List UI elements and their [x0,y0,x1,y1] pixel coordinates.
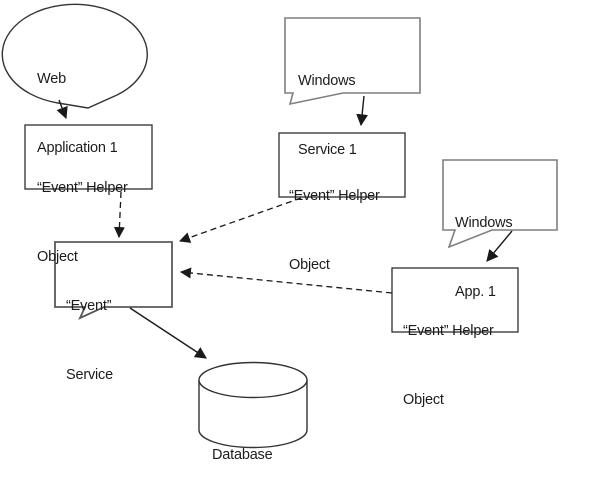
event-helper-3-line1: “Event” Helper [403,323,494,339]
database-label: Database [212,398,273,500]
dashed-arrow-helper1-to-service [113,191,125,239]
event-helper-1-line1: “Event” Helper [37,180,128,196]
event-helper-3-line2: Object [403,392,444,408]
event-helper-box-2 [278,132,406,198]
event-helper-1-line2: Object [37,249,78,265]
web-application-label: Web Application 1 [37,22,118,206]
web-application-line1: Web [37,71,66,87]
windows-app-label: Windows App. 1 [455,166,513,350]
arrow-service-to-database [129,307,207,359]
windows-app-line2: App. 1 [455,284,496,300]
windows-app-callout [442,159,558,249]
event-helper-2-label: “Event” Helper Object [289,139,380,323]
event-helper-2-line1: “Event” Helper [289,188,380,204]
event-helper-box-3 [391,267,519,333]
event-service-callout [54,241,173,320]
event-helper-box-1 [24,124,153,190]
web-application-oval-callout [1,3,148,109]
arrow-webapp-to-helper1 [56,99,68,120]
dashed-arrow-helper2-to-service [178,197,302,243]
windows-service-line1: Windows [298,73,356,89]
web-application-line2: Application 1 [37,140,118,156]
windows-app-line1: Windows [455,215,513,231]
event-helper-2-line2: Object [289,257,330,273]
event-helper-1-label: “Event” Helper Object [37,131,128,315]
windows-service-callout [284,17,421,106]
event-service-line2: Service [66,367,113,383]
database-cylinder-body [198,380,308,449]
arrow-winservice-to-helper2 [356,95,369,127]
database-label-text: Database [212,447,273,463]
arrow-winapp-to-helper3 [486,230,513,262]
event-service-label: “Event” Service [66,249,113,433]
database-cylinder-top [198,361,308,399]
windows-service-line2: Service 1 [298,142,357,158]
windows-service-label: Windows Service 1 [298,24,357,208]
dashed-arrow-helper3-to-service [179,267,393,294]
event-helper-3-label: “Event” Helper Object [403,274,494,458]
event-service-line1: “Event” [66,298,112,314]
